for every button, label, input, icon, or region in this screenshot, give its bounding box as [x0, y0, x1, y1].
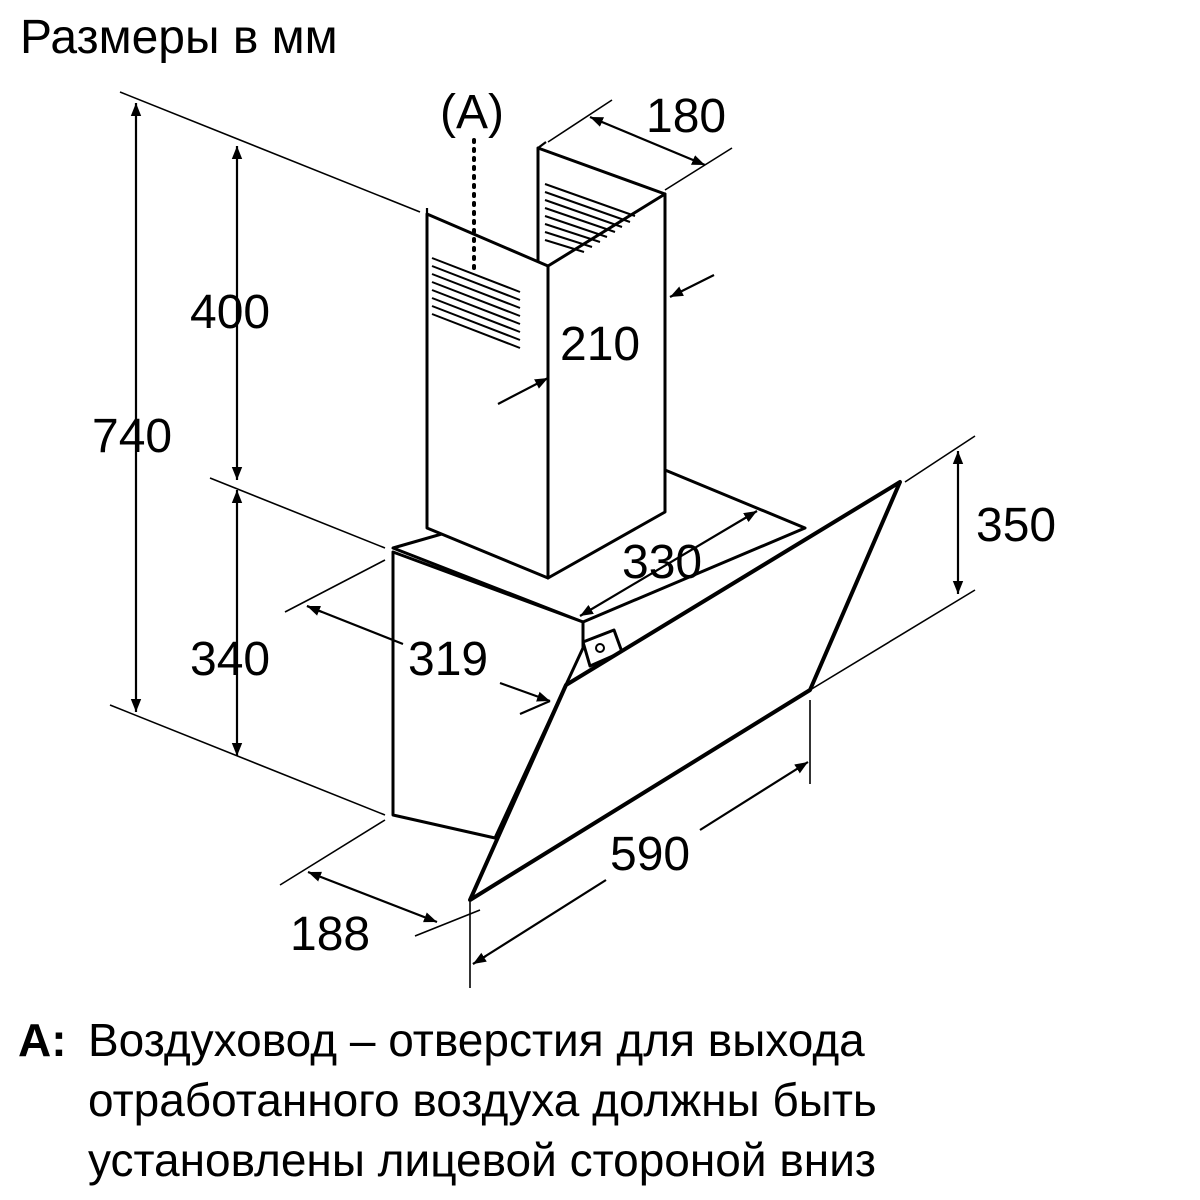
footnote-line: Воздуховод – отверстия для выхода	[88, 1014, 865, 1066]
hood-body	[391, 141, 902, 902]
footnote-line: отработанного воздуха должны быть	[88, 1074, 877, 1126]
dimension-188-label: 188	[290, 908, 370, 961]
dimension-340-label: 340	[190, 633, 270, 686]
hinge-screw	[595, 643, 605, 653]
dimension-590-label: 590	[610, 828, 690, 881]
dimension-210-label: 210	[560, 318, 640, 371]
dimension-arrows	[130, 103, 964, 965]
dimension-319-label: 319	[408, 633, 488, 686]
front-vent-slots	[431, 257, 521, 349]
footnote-line: установлены лицевой стороной вниз	[88, 1134, 876, 1186]
dimension-330-label: 330	[622, 536, 702, 589]
dimension-180-label: 180	[646, 90, 726, 143]
dimension-350-label: 350	[976, 499, 1056, 552]
extension-lines	[109, 91, 976, 988]
footnote-key: A:	[18, 1014, 67, 1066]
rear-vent-slots	[544, 183, 636, 253]
dimension-740-label: 740	[92, 410, 172, 463]
chimney-front-panel	[425, 212, 550, 580]
drawing-title: Размеры в мм	[20, 11, 338, 64]
callout-a-label: (A)	[440, 86, 504, 139]
glass-front-panel	[468, 480, 902, 902]
dimension-400-label: 400	[190, 286, 270, 339]
